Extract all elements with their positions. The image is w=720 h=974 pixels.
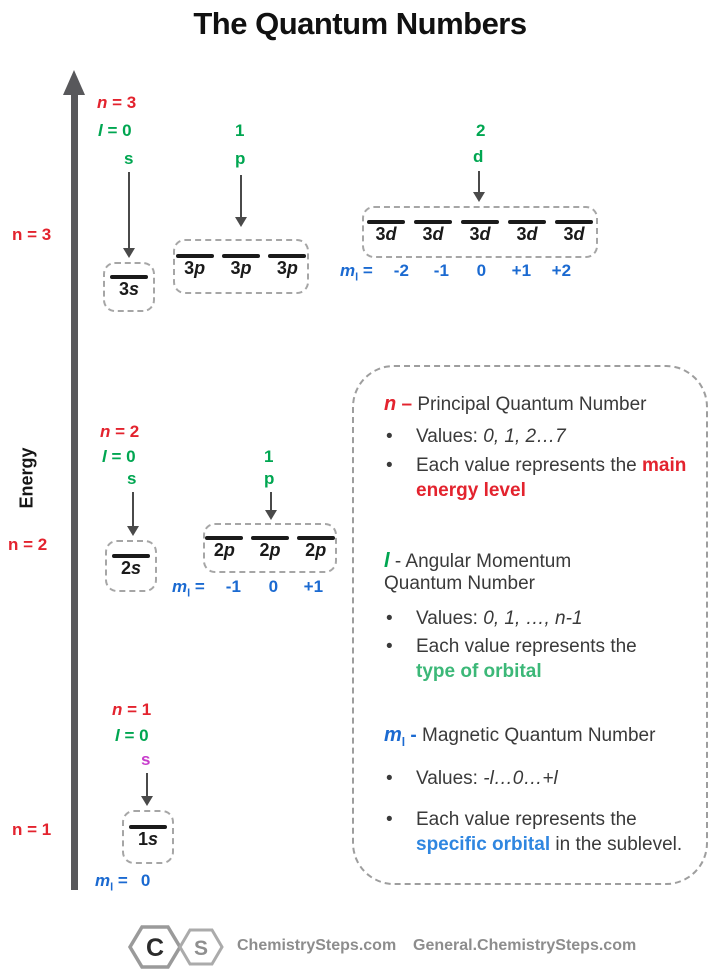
orbital-3p: 3p — [175, 254, 214, 279]
site-link-primary[interactable]: ChemistrySteps.com — [237, 937, 397, 954]
orbital-level-line — [110, 274, 148, 279]
orbital-level-line — [175, 254, 214, 259]
level-label-n1: n = 1 — [12, 820, 52, 839]
orbital-2p: 2p — [205, 535, 244, 561]
level-label-n2: n = 2 — [8, 535, 48, 554]
group-n1-n-label: n = 1 — [112, 700, 152, 719]
info-panel: n – Principal Quantum Number • Values: 0… — [352, 365, 708, 885]
group-n3-n-label: n = 3 — [97, 93, 136, 113]
n-meaning-bullet: • Each value represents the main energy … — [386, 455, 687, 501]
orbital-2p: 2p — [251, 535, 290, 561]
ml-value: +2 — [551, 261, 572, 280]
group-n2-s-letter: s — [127, 469, 137, 488]
orbital-box-2p: 2p 2p 2p — [203, 523, 337, 573]
logo-letter-c: C — [146, 934, 164, 962]
n-section-heading: n – Principal Quantum Number — [384, 393, 647, 415]
orbital-box-1s: 1s — [122, 810, 174, 864]
ml-value: 0 — [476, 261, 487, 280]
orbital-3p: 3p — [221, 254, 260, 279]
group-n1-s-letter: s — [141, 750, 151, 769]
logo-hexagon-s — [178, 928, 224, 966]
group-n3-d-number: 2 — [476, 121, 486, 140]
m-values-bullet: • Values: -l…0…+l — [386, 768, 558, 789]
group-n1-l-label: l = 0 — [115, 726, 149, 745]
level-label-n3: n = 3 — [12, 225, 52, 244]
group-n2-l-label: l = 0 — [102, 447, 136, 466]
arrow-down-2s-icon — [127, 492, 139, 536]
orbital-level-line — [296, 535, 335, 540]
arrow-down-3p-icon — [235, 175, 247, 227]
orbital-2p: 2p — [296, 535, 335, 561]
orbital-3s: 3s — [109, 274, 149, 300]
m-meaning-bullet: • Each value represents the specific orb… — [386, 809, 683, 855]
arrow-down-1s-icon — [141, 773, 153, 806]
orbital-2s: 2s — [111, 553, 151, 579]
ml-value: +1 — [511, 261, 532, 280]
orbital-3d: 3d — [460, 219, 500, 245]
energy-axis-label: Energy — [16, 447, 37, 509]
ml-values-1s: ml = 0 — [95, 871, 151, 894]
ml-value: -1 — [433, 261, 449, 280]
orbital-level-line — [414, 219, 452, 224]
arrow-down-3s-icon — [123, 172, 135, 258]
arrow-down-2p-icon — [265, 492, 277, 520]
group-n2-p-letter: p — [264, 469, 275, 488]
orbital-3d: 3d — [554, 219, 594, 245]
orbital-level-line — [251, 535, 289, 540]
ml-value: 0 — [140, 871, 151, 890]
orbital-box-3s: 3s — [103, 262, 155, 312]
page-title: The Quantum Numbers — [193, 6, 527, 41]
ml-value: -2 — [393, 261, 409, 280]
group-n3-p-number: 1 — [235, 121, 245, 140]
n-values-bullet: • Values: 0, 1, 2…7 — [386, 426, 566, 447]
l-values-bullet: • Values: 0, 1, …, n-1 — [386, 608, 583, 629]
chemistry-steps-logo: C S — [127, 925, 224, 969]
ml-value: -1 — [225, 577, 241, 596]
orbital-3p: 3p — [268, 254, 307, 279]
group-n3-d-letter: d — [473, 147, 484, 166]
orbital-level-line — [129, 824, 167, 829]
l-meaning-bullet: • Each value represents the type of orbi… — [386, 636, 637, 682]
ml-values-2p: ml = -1 0 +1 — [172, 577, 329, 599]
group-n2-n-label: n = 2 — [100, 422, 140, 441]
orbital-level-line — [268, 254, 307, 259]
group-n3-l-label: l = 0 — [98, 121, 132, 141]
energy-axis-arrowhead-icon — [63, 70, 85, 95]
orbital-3d: 3d — [366, 219, 406, 245]
orbital-3d: 3d — [413, 219, 453, 245]
arrow-down-3d-icon — [473, 171, 485, 202]
orbital-level-line — [221, 254, 260, 259]
group-n3-p-letter: p — [235, 149, 246, 168]
site-link-secondary[interactable]: General.ChemistrySteps.com — [413, 937, 637, 954]
m-section-heading: ml - Magnetic Quantum Number — [384, 724, 656, 749]
orbital-box-3p: 3p 3p 3p — [173, 239, 309, 294]
logo-letter-s: S — [194, 937, 208, 960]
orbital-1s: 1s — [128, 824, 168, 850]
orbital-level-line — [367, 219, 405, 224]
n-value: = 3 — [112, 93, 137, 112]
group-n3-s-letter: s — [124, 149, 134, 168]
ml-value: 0 — [268, 577, 279, 596]
orbital-box-3d: 3d 3d 3d 3d 3d — [362, 206, 598, 258]
group-n2-p-number: 1 — [264, 447, 274, 466]
ml-values-3d: ml = -2 -1 0 +1 +2 — [340, 261, 577, 283]
ml-value: +1 — [303, 577, 324, 596]
n-symbol: n — [97, 93, 108, 112]
orbital-level-line — [461, 219, 499, 224]
orbital-level-line — [205, 535, 244, 540]
l-section-heading: l - Angular Momentum Quantum Number — [384, 550, 572, 594]
orbital-level-line — [112, 553, 150, 558]
l-value: = 0 — [107, 121, 132, 140]
l-symbol: l — [98, 121, 103, 140]
orbital-level-line — [508, 219, 546, 224]
energy-axis — [71, 92, 78, 890]
orbital-level-line — [555, 219, 593, 224]
orbital-3d: 3d — [507, 219, 547, 245]
orbital-box-2s: 2s — [105, 540, 157, 592]
